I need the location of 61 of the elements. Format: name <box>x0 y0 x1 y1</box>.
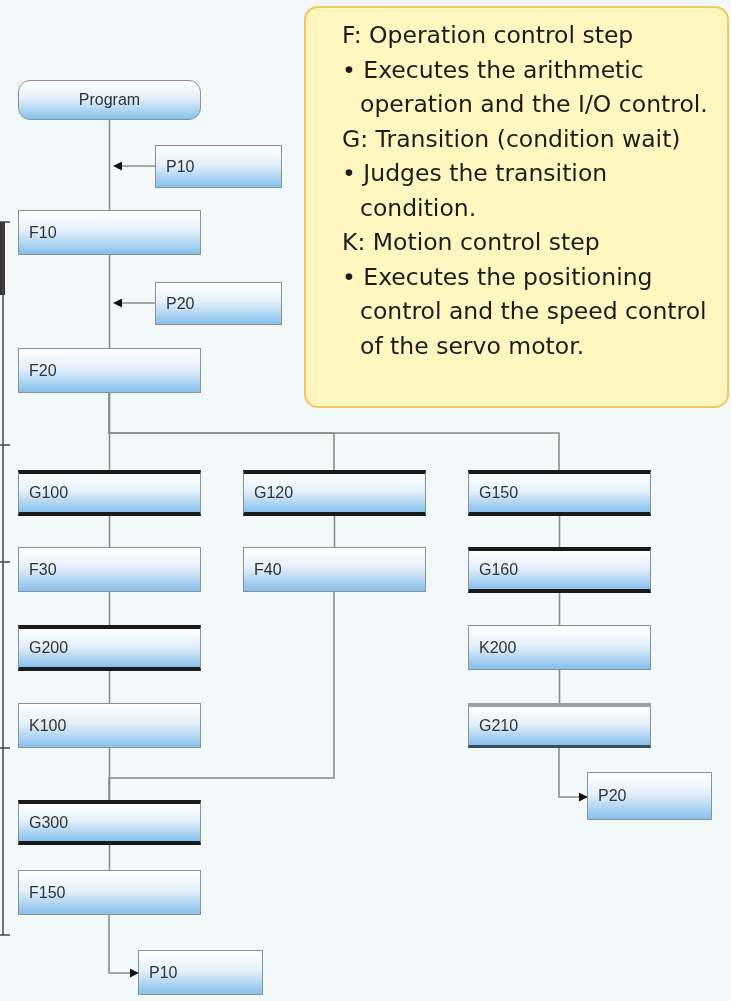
connector-line <box>558 592 561 626</box>
step-label: P10 <box>166 157 195 176</box>
transition-box <box>18 470 201 516</box>
step-box <box>18 348 201 393</box>
step-box <box>18 210 201 255</box>
step-box <box>18 870 201 915</box>
step-box <box>18 547 201 592</box>
step-label: P20 <box>598 787 627 805</box>
note-item: • Executes the positioning control and the speed control of the servo motor. <box>342 261 708 362</box>
step-label: F40 <box>254 560 282 579</box>
step-label: F10 <box>29 223 57 242</box>
transition-box <box>468 547 651 593</box>
step-box <box>587 772 712 820</box>
connector-line <box>108 254 111 349</box>
step-label: K100 <box>29 716 67 735</box>
arrow <box>113 298 156 308</box>
step-box <box>18 703 201 748</box>
connector-line <box>108 591 335 801</box>
connector-line <box>108 844 111 871</box>
step-label: K200 <box>479 638 517 657</box>
connector-line <box>108 591 111 626</box>
note-box <box>304 6 729 408</box>
connector-line <box>558 669 561 704</box>
step-box <box>155 145 282 188</box>
step-label: F20 <box>29 361 57 380</box>
step-label: P20 <box>166 294 195 313</box>
step-box <box>243 547 426 592</box>
arrow <box>108 914 139 978</box>
note-heading: G: Transition (condition wait) <box>342 123 682 155</box>
note-heading: F: Operation control step <box>342 20 635 51</box>
note-item: • Executes the arithmetic operation and the I/O control. <box>342 54 709 120</box>
connector-line <box>108 392 560 471</box>
transition-box <box>18 800 201 845</box>
arrow <box>113 161 156 171</box>
connector-line <box>108 670 111 704</box>
step-box <box>468 625 651 670</box>
connector-line <box>108 119 111 211</box>
step-label: G120 <box>254 484 294 502</box>
connector-line <box>558 515 561 548</box>
step-box <box>138 950 263 995</box>
step-label: F30 <box>29 560 57 579</box>
program-box <box>18 80 201 120</box>
step-label: G200 <box>29 639 69 657</box>
connector-line <box>333 515 336 548</box>
arrow <box>558 747 588 802</box>
step-label: G210 <box>479 717 519 735</box>
note-item: • Judges the transition condition. <box>342 158 609 224</box>
step-label: P10 <box>149 963 178 982</box>
step-box <box>155 282 282 325</box>
note-heading: K: Motion control step <box>342 227 601 258</box>
step-label: G100 <box>29 484 69 502</box>
transition-box <box>18 625 201 671</box>
transition-box <box>468 703 651 748</box>
transition-box <box>243 470 426 516</box>
step-label: Program <box>78 91 141 109</box>
step-label: G150 <box>479 484 519 502</box>
transition-box <box>468 470 651 516</box>
step-label: G300 <box>29 813 69 832</box>
step-label: F150 <box>29 883 66 902</box>
connector-line <box>108 515 111 548</box>
step-label: G160 <box>479 561 519 579</box>
